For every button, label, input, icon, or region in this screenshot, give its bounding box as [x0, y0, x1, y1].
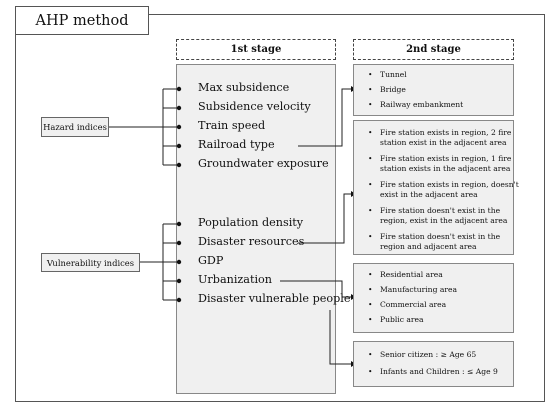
outer-frame	[15, 14, 545, 402]
stage2-header: 2nd stage	[353, 39, 514, 60]
bullet: •	[368, 154, 373, 163]
hazard-indices-box: Hazard indices	[41, 117, 109, 137]
option-item: Fire station exists in region, 2 fire	[380, 128, 512, 137]
stage1-item: GDP	[198, 254, 224, 267]
bullet: •	[368, 315, 373, 324]
option-item: Manufacturing area	[380, 285, 458, 294]
vulnerability-indices-box: Vulnerability indices	[41, 253, 140, 272]
option-item: Public area	[380, 315, 424, 324]
stage1-item: Disaster resources	[198, 235, 305, 248]
bullet: •	[368, 367, 373, 376]
stage1-item: Railroad type	[198, 138, 275, 151]
option-item: Senior citizen : ≥ Age 65	[380, 350, 477, 359]
stage1-item: Population density	[198, 216, 304, 229]
vulnerable-people-options: • Senior citizen : ≥ Age 65 • Infants an…	[353, 341, 514, 387]
option-item: region, exist in the adjacent area	[380, 216, 508, 225]
stage1-item: Subsidence velocity	[198, 100, 311, 113]
option-item: Bridge	[380, 85, 406, 94]
option-item: Commercial area	[380, 300, 447, 309]
stage1-item: Max subsidence	[198, 81, 290, 94]
option-item: exist in the adjacent area	[380, 190, 478, 199]
bullet: •	[368, 270, 373, 279]
option-item: Railway embankment	[380, 100, 464, 109]
stage1-item: Urbanization	[198, 273, 272, 286]
stage1-header: 1st stage	[176, 39, 336, 60]
option-item: station exists in the adjacent area	[380, 164, 511, 173]
stage1-item: Groundwater exposure	[198, 157, 329, 170]
option-item: Residential area	[380, 270, 443, 279]
bullet: •	[368, 100, 373, 109]
option-item: Fire station doesn't exist in the	[380, 232, 501, 241]
option-item: Fire station doesn't exist in the	[380, 206, 501, 215]
stage1-panel	[176, 64, 336, 394]
bullet: •	[368, 285, 373, 294]
urbanization-options: • Residential area • Manufacturing area …	[353, 263, 514, 333]
bullet: •	[368, 128, 373, 137]
bullet: •	[368, 70, 373, 79]
bullet: •	[368, 232, 373, 241]
option-item: station exist in the adjacent area	[380, 138, 507, 147]
bullet: •	[368, 300, 373, 309]
option-item: Infants and Children : ≤ Age 9	[380, 367, 498, 376]
option-item: region and adjacent area	[380, 242, 477, 251]
stage1-item: Disaster vulnerable people	[198, 292, 351, 305]
stage1-item: Train speed	[198, 119, 266, 132]
option-item: Fire station exists in region, 1 fire	[380, 154, 512, 163]
method-title: AHP method	[15, 6, 149, 35]
option-item: Fire station exists in region, doesn't	[380, 180, 519, 189]
railroad-type-options: • Tunnel • Bridge • Railway embankment	[353, 64, 514, 116]
bullet: •	[368, 350, 373, 359]
disaster-resources-options: • Fire station exists in region, 2 fire …	[353, 120, 519, 255]
bullet: •	[368, 180, 373, 189]
bullet: •	[368, 85, 373, 94]
bullet: •	[368, 206, 373, 215]
option-item: Tunnel	[380, 70, 407, 79]
